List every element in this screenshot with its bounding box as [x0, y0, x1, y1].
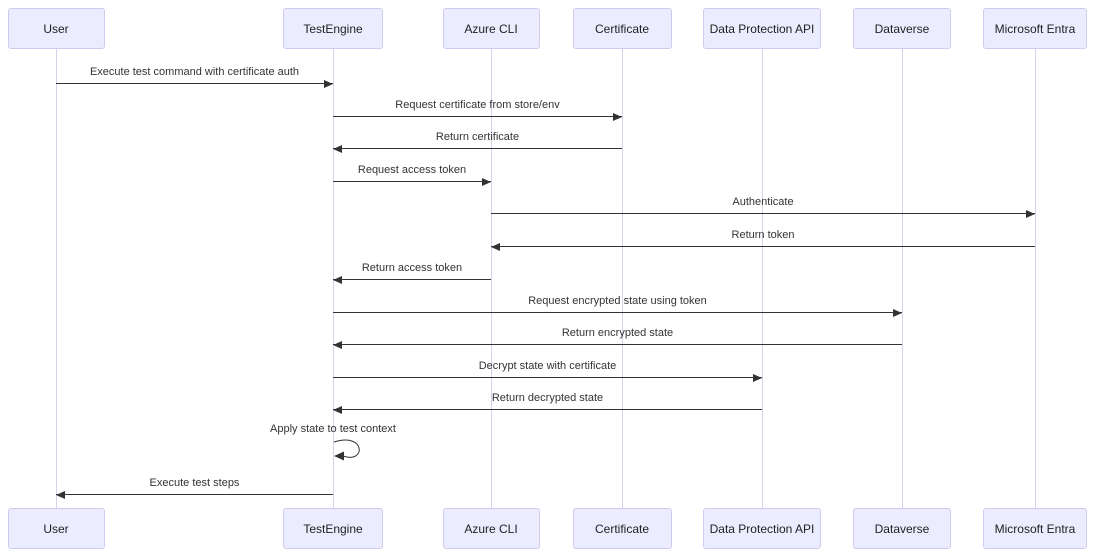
message-label: Authenticate: [732, 196, 794, 208]
participant-label: TestEngine: [303, 521, 363, 536]
arrowhead-right-icon: [893, 308, 902, 317]
message-arrow-line: [333, 312, 902, 313]
message-arrow-line: [333, 148, 622, 149]
participant-label: User: [43, 21, 69, 36]
message-label: Execute test steps: [149, 477, 240, 489]
message-label: Return certificate: [435, 131, 520, 143]
arrowhead-left-icon: [56, 490, 65, 499]
participant-label: Azure CLI: [464, 521, 518, 536]
message-label: Return encrypted state: [561, 327, 674, 339]
lifeline-azurecli: [490, 49, 492, 508]
participant-box-bottom-microsoftentra: Microsoft Entra: [983, 508, 1087, 549]
participant-box-bottom-azurecli: Azure CLI: [442, 508, 540, 549]
lifeline-microsoftentra: [1034, 49, 1036, 508]
arrowhead-left-icon: [491, 242, 500, 251]
message-label: Return token: [731, 229, 795, 241]
message-arrow-line: [333, 377, 762, 378]
participant-box-bottom-testengine: TestEngine: [283, 508, 383, 549]
participant-box-top-dataverse: Dataverse: [853, 8, 951, 49]
participant-box-top-microsoftentra: Microsoft Entra: [983, 8, 1087, 49]
participant-label: TestEngine: [303, 21, 363, 36]
arrowhead-right-icon: [324, 79, 333, 88]
arrowhead-left-icon: [333, 405, 342, 414]
message-label: Return decrypted state: [491, 392, 604, 404]
participant-label: Dataverse: [874, 521, 930, 536]
message-label: Execute test command with certificate au…: [89, 66, 300, 78]
participant-box-top-certificate: Certificate: [572, 8, 672, 49]
participant-box-top-azurecli: Azure CLI: [442, 8, 540, 49]
participant-label: Microsoft Entra: [994, 21, 1076, 36]
message-arrow-line: [333, 344, 902, 345]
participant-box-top-dataprotectionapi: Data Protection API: [703, 8, 821, 49]
participant-box-bottom-dataverse: Dataverse: [853, 508, 951, 549]
self-message-loop-arrow: [333, 439, 360, 461]
arrowhead-right-icon: [1026, 209, 1035, 218]
message-arrow-line: [491, 213, 1035, 214]
message-label: Request access token: [357, 164, 467, 176]
message-label: Request certificate from store/env: [395, 99, 560, 111]
lifeline-dataverse: [901, 49, 903, 508]
participant-label: Certificate: [594, 521, 650, 536]
message-arrow-line: [333, 279, 491, 280]
message-arrow-line: [56, 494, 333, 495]
participant-box-top-user: User: [7, 8, 105, 49]
arrowhead-right-icon: [613, 112, 622, 121]
participant-label: Dataverse: [874, 21, 930, 36]
arrowhead-left-icon: [333, 275, 342, 284]
participant-label: Certificate: [594, 21, 650, 36]
participant-label: Data Protection API: [709, 21, 815, 36]
participant-box-top-testengine: TestEngine: [283, 8, 383, 49]
message-label: Return access token: [361, 262, 463, 274]
arrowhead-left-icon: [333, 340, 342, 349]
message-arrow-line: [333, 116, 622, 117]
participant-box-bottom-user: User: [7, 508, 105, 549]
participant-box-bottom-dataprotectionapi: Data Protection API: [703, 508, 821, 549]
participant-label: Data Protection API: [709, 521, 815, 536]
message-label: Decrypt state with certificate: [478, 360, 617, 372]
message-arrow-line: [491, 246, 1035, 247]
participant-box-bottom-certificate: Certificate: [572, 508, 672, 549]
participant-label: User: [43, 521, 69, 536]
message-label: Request encrypted state using token: [528, 295, 707, 307]
arrowhead-right-icon: [753, 373, 762, 382]
lifeline-dataprotectionapi: [761, 49, 763, 508]
message-arrow-line: [333, 181, 491, 182]
participant-label: Azure CLI: [464, 21, 518, 36]
lifeline-certificate: [621, 49, 623, 508]
message-label: Apply state to test context: [270, 423, 396, 435]
participant-label: Microsoft Entra: [994, 521, 1076, 536]
message-arrow-line: [56, 83, 333, 84]
arrowhead-right-icon: [482, 177, 491, 186]
message-arrow-line: [333, 409, 762, 410]
lifeline-user: [55, 49, 57, 508]
arrowhead-left-icon: [333, 144, 342, 153]
